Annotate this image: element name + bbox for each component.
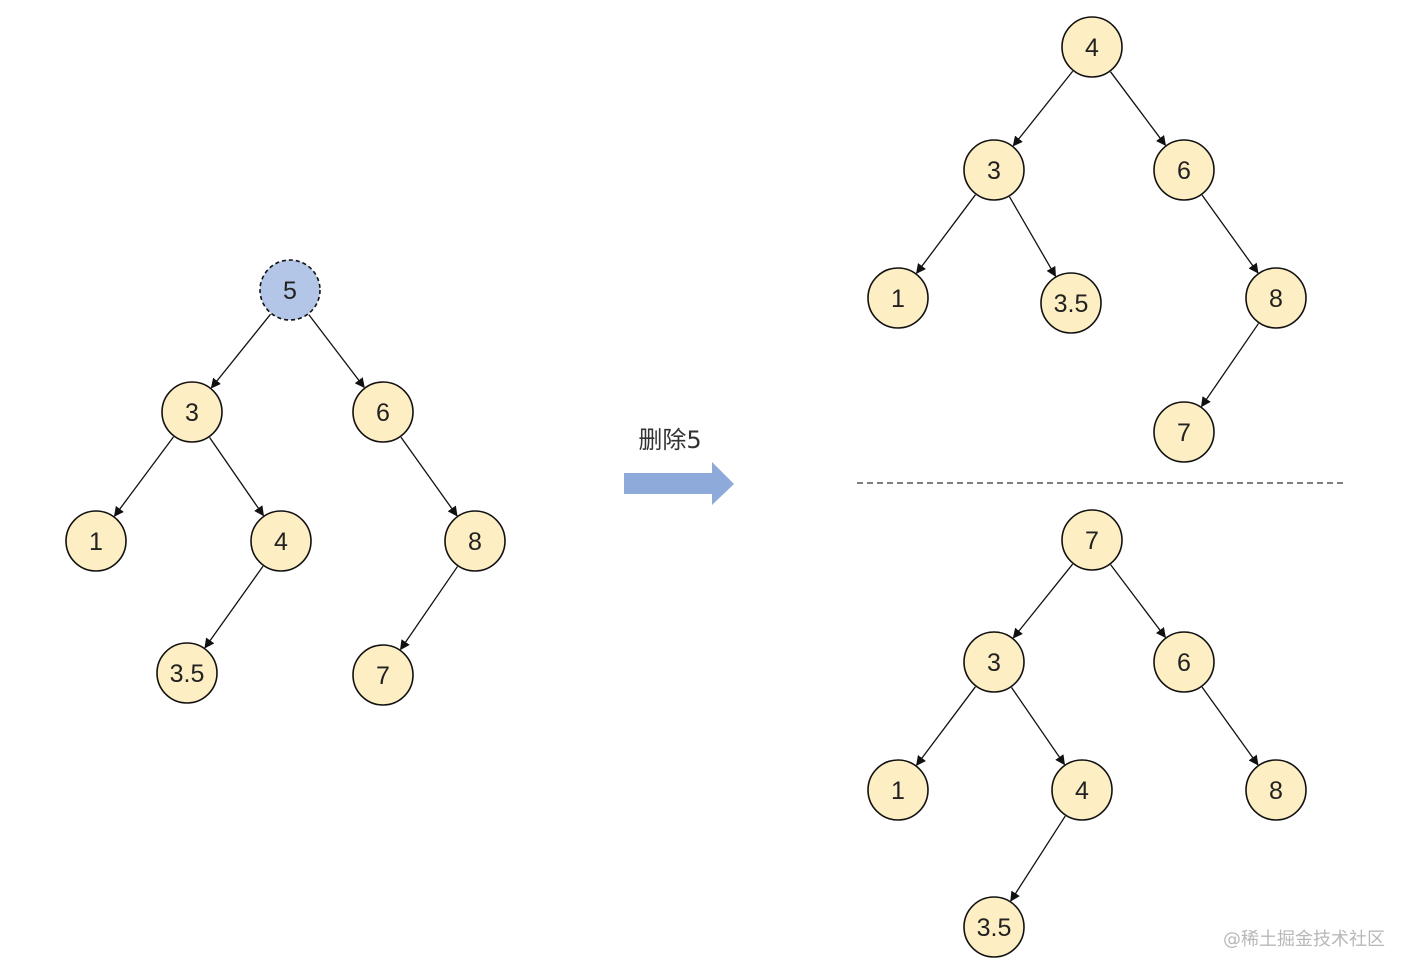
node-label: 4 [274, 528, 288, 556]
tree-node-n35: 3.5 [1040, 272, 1102, 334]
edge-n3-n1 [113, 436, 175, 517]
tree-node-n8: 8 [1245, 267, 1307, 329]
node-circle [963, 631, 1025, 693]
node-label: 8 [468, 528, 482, 556]
tree-node-n3: 3 [963, 139, 1025, 201]
node-label: 8 [1269, 285, 1283, 313]
node-circle [1061, 16, 1123, 78]
tree-node-n8: 8 [1245, 759, 1307, 821]
node-label: 3.5 [977, 914, 1012, 942]
node-label: 6 [376, 399, 390, 427]
tree-node-n6: 6 [352, 381, 414, 443]
node-label: 3.5 [1054, 290, 1089, 318]
edge-n6-n8 [400, 436, 458, 517]
node-circle [867, 267, 929, 329]
edge-n6-n8 [1201, 194, 1259, 274]
node-label: 7 [1177, 419, 1191, 447]
node-circle [352, 381, 414, 443]
edge-n5-n6 [308, 314, 365, 389]
node-label: 4 [1075, 777, 1089, 805]
tree-node-n4: 4 [1061, 16, 1123, 78]
node-circle [65, 510, 127, 572]
node-circle [250, 510, 312, 572]
tree-node-n7: 7 [352, 644, 414, 706]
tree-original: 5 3 6 1 4 8 3.5 7 [65, 259, 506, 706]
node-label: 1 [89, 528, 103, 556]
tree-node-n3: 3 [963, 631, 1025, 693]
operation-arrow: 删除5 [624, 426, 734, 505]
edge-n6-n8 [1201, 686, 1259, 766]
tree-node-n4: 4 [1051, 759, 1113, 821]
tree-node-n1: 1 [867, 267, 929, 329]
node-label: 3.5 [170, 660, 205, 688]
edge-n5-n3 [210, 313, 272, 389]
node-circle [1040, 272, 1102, 334]
edge-n3-n4 [1011, 687, 1066, 766]
node-label: 3 [987, 649, 1001, 677]
edge-n4-n35 [1010, 815, 1066, 902]
operation-label: 删除5 [638, 426, 701, 454]
node-circle [1061, 509, 1123, 571]
node-circle [161, 381, 223, 443]
tree-node-n1: 1 [867, 759, 929, 821]
node-label: 5 [283, 277, 297, 305]
edge-n4-n3 [1012, 70, 1074, 147]
right-arrow-icon [624, 462, 734, 505]
edge-n7-n3 [1012, 563, 1074, 639]
edge-n3-n1 [915, 686, 976, 767]
node-label: 4 [1085, 34, 1099, 62]
node-label: 3 [987, 157, 1001, 185]
tree-node-n35: 3.5 [156, 642, 218, 704]
node-circle [1051, 759, 1113, 821]
edge-n3-n4 [209, 437, 264, 517]
node-label: 3 [185, 399, 199, 427]
edge-n8-n7 [1200, 323, 1259, 408]
node-circle [867, 759, 929, 821]
tree-node-n4: 4 [250, 510, 312, 572]
edge-n8-n7 [399, 566, 458, 651]
node-circle [1245, 267, 1307, 329]
tree-node-n7: 7 [1061, 509, 1123, 571]
node-circle [963, 896, 1025, 958]
node-label: 6 [1177, 157, 1191, 185]
node-circle [352, 644, 414, 706]
node-circle [1153, 139, 1215, 201]
node-circle [1153, 401, 1215, 463]
edge-n4-n6 [1110, 71, 1167, 146]
tree-result-successor: 7 3 6 1 4 8 3.5 [867, 509, 1307, 958]
tree-node-n1: 1 [65, 510, 127, 572]
tree-node-n5: 5 [259, 259, 321, 321]
node-label: 8 [1269, 777, 1283, 805]
node-label: 6 [1177, 649, 1191, 677]
edge-n3-n35 [1008, 196, 1057, 278]
node-circle [444, 510, 506, 572]
tree-node-n3: 3 [161, 381, 223, 443]
edge-n3-n1 [915, 194, 976, 275]
tree-node-n7: 7 [1153, 401, 1215, 463]
node-label: 1 [891, 285, 905, 313]
node-label: 7 [1085, 527, 1099, 555]
node-label: 7 [376, 662, 390, 690]
tree-node-n6: 6 [1153, 139, 1215, 201]
deleted-node-circle [259, 259, 321, 321]
node-circle [156, 642, 218, 704]
node-circle [1245, 759, 1307, 821]
node-circle [1153, 631, 1215, 693]
watermark-text: @稀土掘金技术社区 [1223, 929, 1385, 950]
node-label: 1 [891, 777, 905, 805]
node-circle [963, 139, 1025, 201]
edge-n7-n6 [1110, 564, 1166, 639]
tree-node-n6: 6 [1153, 631, 1215, 693]
tree-node-n35: 3.5 [963, 896, 1025, 958]
tree-result-predecessor: 4 3 6 1 3.5 8 7 [867, 16, 1307, 463]
tree-node-n8: 8 [444, 510, 506, 572]
edge-n4-n35 [204, 565, 264, 649]
